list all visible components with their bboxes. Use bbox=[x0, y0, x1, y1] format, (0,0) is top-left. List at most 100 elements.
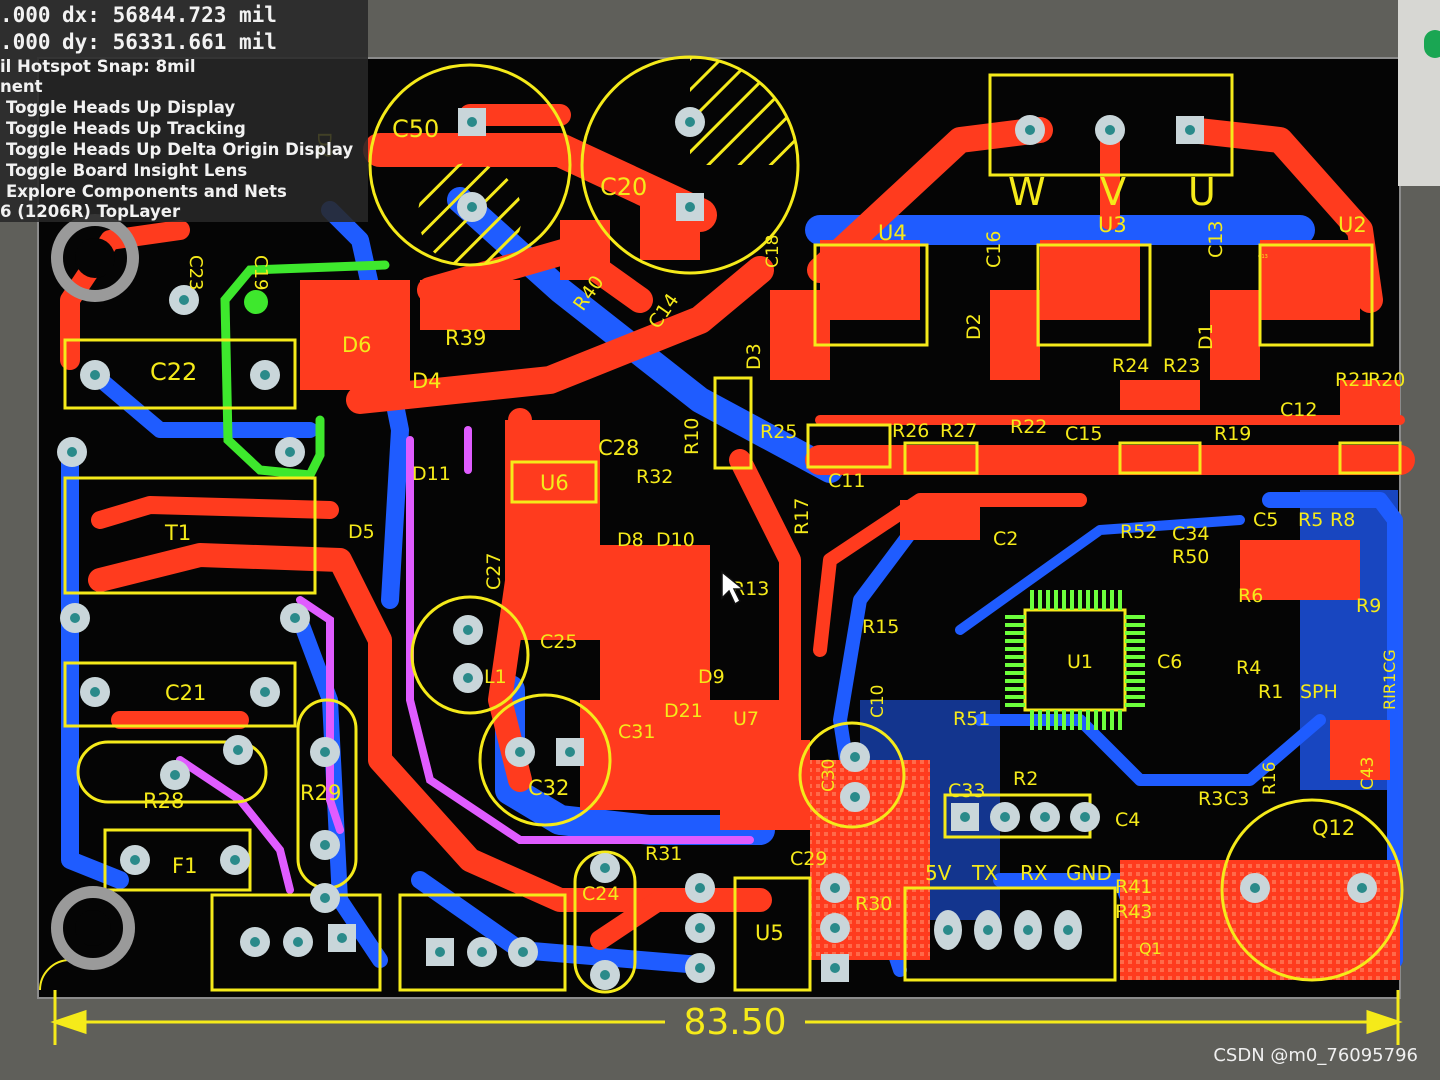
designator-r41[interactable]: R41 bbox=[1115, 876, 1152, 898]
designator-r16[interactable]: R16 bbox=[1260, 762, 1280, 795]
designator-c4[interactable]: C4 bbox=[1115, 809, 1140, 831]
designator-r8[interactable]: R8 bbox=[1330, 509, 1355, 531]
designator-c10[interactable]: C10 bbox=[868, 684, 888, 718]
designator-d21[interactable]: D21 bbox=[664, 700, 703, 722]
designator-c19[interactable]: C19 bbox=[250, 255, 271, 290]
ic-pin bbox=[1125, 703, 1145, 707]
designator-r20[interactable]: R20 bbox=[1368, 369, 1405, 391]
designator-c30[interactable]: C30 bbox=[819, 758, 839, 792]
hud-menu-toggle-insight-lens[interactable]: Toggle Board Insight Lens bbox=[6, 161, 248, 180]
designator-r29[interactable]: R29 bbox=[300, 781, 341, 805]
designator-c23[interactable]: C23 bbox=[185, 255, 206, 290]
designator-c31[interactable]: C31 bbox=[618, 721, 655, 743]
designator-r52[interactable]: R52 bbox=[1120, 521, 1157, 543]
designator-r26[interactable]: R26 bbox=[892, 420, 929, 442]
designator-r4[interactable]: R4 bbox=[1236, 657, 1261, 679]
designator-r23[interactable]: R23 bbox=[1163, 355, 1200, 377]
designator-r13[interactable]: R13 bbox=[732, 578, 769, 600]
designator-c32[interactable]: C32 bbox=[528, 776, 569, 800]
designator-r15[interactable]: R15 bbox=[862, 616, 899, 638]
designator-c13[interactable]: C13 bbox=[1258, 254, 1268, 260]
designator-t1[interactable]: T1 bbox=[164, 521, 191, 545]
designator-q12[interactable]: Q12 bbox=[1312, 816, 1355, 840]
designator-sph[interactable]: SPH bbox=[1300, 681, 1338, 703]
designator-r5[interactable]: R5 bbox=[1298, 509, 1323, 531]
designator-d11[interactable]: D11 bbox=[412, 463, 451, 485]
hud-menu-explore-components[interactable]: Explore Components and Nets bbox=[6, 182, 287, 201]
designator-r50[interactable]: R50 bbox=[1172, 546, 1209, 568]
designator-r39[interactable]: R39 bbox=[445, 326, 486, 350]
designator-c5[interactable]: C5 bbox=[1253, 509, 1278, 531]
designator-d3[interactable]: D3 bbox=[743, 343, 765, 370]
designator-c21[interactable]: C21 bbox=[165, 681, 206, 705]
designator-u5[interactable]: U5 bbox=[755, 921, 784, 945]
designator-d10[interactable]: D10 bbox=[656, 529, 695, 551]
designator-r30[interactable]: R30 bbox=[855, 893, 892, 915]
designator-r43[interactable]: R43 bbox=[1115, 901, 1152, 923]
designator-r51[interactable]: R51 bbox=[953, 708, 990, 730]
designator-u6[interactable]: U6 bbox=[540, 471, 569, 495]
designator-d8[interactable]: D8 bbox=[617, 529, 644, 551]
designator-l1[interactable]: L1 bbox=[484, 666, 507, 688]
designator-c29[interactable]: C29 bbox=[790, 848, 827, 870]
pad-hole bbox=[695, 883, 705, 893]
designator-c22[interactable]: C22 bbox=[150, 358, 197, 386]
designator-u1[interactable]: U1 bbox=[1067, 651, 1093, 673]
designator-c6[interactable]: C6 bbox=[1157, 651, 1182, 673]
hud-menu-toggle-tracking[interactable]: Toggle Heads Up Tracking bbox=[6, 119, 246, 138]
designator-c33[interactable]: C33 bbox=[948, 780, 985, 802]
designator-u4[interactable]: U4 bbox=[878, 221, 907, 245]
designator-d5[interactable]: D5 bbox=[348, 521, 375, 543]
designator-r22[interactable]: R22 bbox=[1010, 416, 1047, 438]
designator-d9[interactable]: D9 bbox=[698, 666, 725, 688]
designator-d4[interactable]: D4 bbox=[412, 369, 442, 393]
designator-r17[interactable]: R17 bbox=[791, 498, 813, 535]
ic-pin bbox=[1005, 655, 1025, 659]
designator-r24[interactable]: R24 bbox=[1112, 355, 1149, 377]
designator-c43[interactable]: C43 bbox=[1358, 756, 1378, 790]
designator-q1[interactable]: Q1 bbox=[1139, 939, 1162, 958]
designator-c13[interactable]: C13 bbox=[1205, 221, 1227, 258]
designator-c50[interactable]: C50 bbox=[392, 115, 439, 143]
designator-r9[interactable]: R9 bbox=[1356, 595, 1381, 617]
designator-c11[interactable]: C11 bbox=[828, 470, 865, 492]
designator-c3[interactable]: C3 bbox=[1224, 788, 1249, 810]
designator-c27[interactable]: C27 bbox=[483, 553, 505, 590]
designator-c24[interactable]: C24 bbox=[582, 883, 619, 905]
designator-c25[interactable]: C25 bbox=[540, 631, 577, 653]
designator-r10[interactable]: R10 bbox=[681, 418, 703, 455]
designator-c16[interactable]: C16 bbox=[983, 231, 1005, 268]
designator-d6[interactable]: D6 bbox=[342, 333, 372, 357]
designator-d2[interactable]: D2 bbox=[963, 313, 985, 340]
designator-c12[interactable]: C12 bbox=[1280, 399, 1317, 421]
designator-rir1cg[interactable]: RIR1CG bbox=[1380, 649, 1399, 710]
designator-r2[interactable]: R2 bbox=[1013, 768, 1038, 790]
designator-c18[interactable]: C18 bbox=[763, 234, 783, 268]
designator-r21[interactable]: R21 bbox=[1335, 369, 1372, 391]
designator-r6[interactable]: R6 bbox=[1238, 585, 1263, 607]
designator-c15[interactable]: C15 bbox=[1065, 423, 1102, 445]
designator-r19[interactable]: R19 bbox=[1214, 423, 1251, 445]
designator-r28[interactable]: R28 bbox=[143, 789, 184, 813]
designator-r27[interactable]: R27 bbox=[940, 420, 977, 442]
designator-f1[interactable]: F1 bbox=[172, 854, 197, 878]
designator-c28[interactable]: C28 bbox=[598, 436, 639, 460]
top-copper-blocks bbox=[300, 200, 1400, 830]
designator-u7[interactable]: U7 bbox=[733, 708, 759, 730]
designator-u2[interactable]: U2 bbox=[1338, 213, 1367, 237]
designator-d1[interactable]: D1 bbox=[1195, 323, 1217, 350]
hud-menu-toggle-display[interactable]: Toggle Heads Up Display bbox=[6, 98, 236, 117]
designator-r3[interactable]: R3 bbox=[1198, 788, 1223, 810]
designator-u3[interactable]: U3 bbox=[1098, 213, 1127, 237]
designator-c2[interactable]: C2 bbox=[993, 528, 1018, 550]
designator-c34[interactable]: C34 bbox=[1172, 523, 1209, 545]
designator-c20[interactable]: C20 bbox=[600, 173, 647, 201]
designator-r25[interactable]: R25 bbox=[760, 421, 797, 443]
side-panel-edge[interactable] bbox=[1398, 0, 1440, 186]
hud-menu-toggle-delta-origin[interactable]: Toggle Heads Up Delta Origin Display bbox=[6, 140, 354, 159]
designator-r32[interactable]: R32 bbox=[636, 466, 673, 488]
designator-r1[interactable]: R1 bbox=[1258, 681, 1283, 703]
designator-r31[interactable]: R31 bbox=[645, 843, 682, 865]
pad-hole bbox=[1040, 812, 1050, 822]
